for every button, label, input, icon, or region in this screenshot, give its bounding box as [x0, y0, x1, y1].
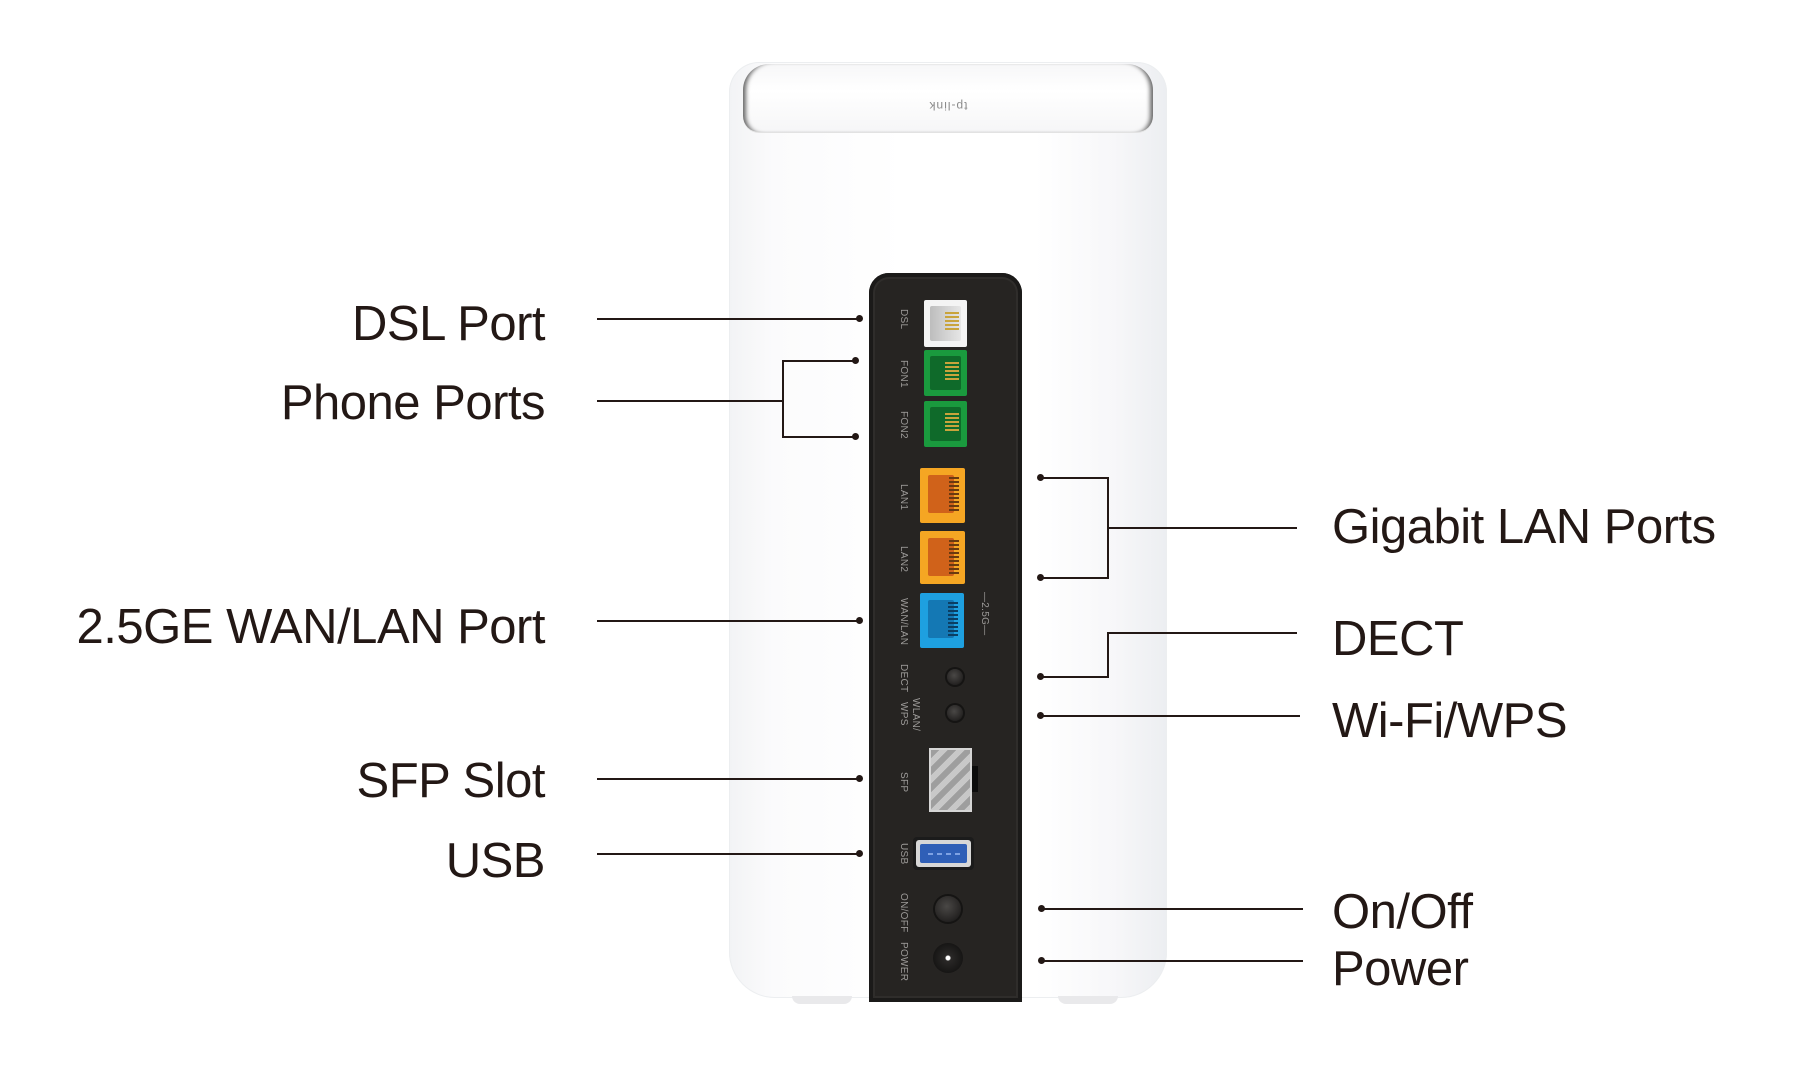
- panel-label-sfp: SFP: [898, 772, 909, 793]
- panel-label-on-off: ON/OFF: [898, 893, 909, 933]
- callout-line-wan-lan: [597, 620, 859, 622]
- power-jack[interactable]: [933, 943, 963, 973]
- panel-label-power: POWER: [898, 942, 909, 982]
- callout-line-fon2: [782, 436, 856, 438]
- lan1-port[interactable]: [920, 468, 965, 523]
- lan2-port[interactable]: [920, 531, 965, 584]
- callout-label-gigabit-lan-ports: Gigabit LAN Ports: [1332, 500, 1716, 554]
- callout-line-phone: [597, 400, 783, 402]
- callout-line-fon1: [782, 360, 856, 362]
- callout-bracket-phone: [782, 360, 784, 438]
- router-foot-right: [1058, 996, 1118, 1004]
- callout-label-phone-ports: Phone Ports: [280, 376, 546, 430]
- fon2-port[interactable]: [924, 401, 967, 447]
- callout-dot-fon1: [852, 357, 859, 364]
- dsl-port[interactable]: [924, 300, 967, 347]
- panel-label-fon2: FON2: [898, 411, 909, 439]
- callout-dot-dsl: [856, 315, 863, 322]
- wifi-wps-button[interactable]: [947, 705, 963, 721]
- callout-line-power: [1041, 960, 1303, 962]
- callout-dot-sfp: [856, 775, 863, 782]
- usb-port[interactable]: [913, 837, 974, 870]
- panel-label-wlan: WLAN/: [910, 698, 921, 732]
- sfp-latch: [972, 766, 978, 792]
- callout-line-dect: [1107, 632, 1297, 634]
- callout-line-wifi-wps: [1040, 715, 1300, 717]
- callout-line-dect-short: [1040, 676, 1109, 678]
- callout-label-power: Power: [1332, 942, 1469, 996]
- router-top-cap: [743, 64, 1153, 132]
- callout-bracket-dect: [1107, 632, 1109, 678]
- callout-line-dsl: [597, 318, 859, 320]
- panel-label-lan1: LAN1: [898, 484, 909, 511]
- panel-label-wan-lan: WAN/LAN: [898, 598, 909, 646]
- callout-line-lan2: [1040, 577, 1109, 579]
- callout-label-sfp-slot: SFP Slot: [356, 754, 546, 808]
- tp-link-logo: tp-link: [928, 99, 968, 113]
- panel-label-dsl: DSL: [898, 309, 909, 330]
- callout-label-dsl-port: DSL Port: [352, 297, 545, 351]
- dect-button[interactable]: [947, 669, 963, 685]
- callout-line-on-off: [1041, 908, 1303, 910]
- router-foot-left: [792, 996, 852, 1004]
- callout-line-sfp: [597, 778, 859, 780]
- wan-lan-2-5g-port[interactable]: [920, 593, 964, 648]
- fon1-port[interactable]: [924, 350, 967, 396]
- callout-dot-usb: [856, 850, 863, 857]
- panel-label-wps: WPS: [898, 702, 909, 726]
- panel-label-lan2: LAN2: [898, 546, 909, 573]
- callout-line-lan1: [1040, 477, 1109, 479]
- power-switch-button[interactable]: [935, 896, 961, 922]
- callout-label-wan-lan-port: 2.5GE WAN/LAN Port: [76, 600, 546, 654]
- callout-label-usb: USB: [445, 834, 546, 888]
- callout-line-usb: [597, 853, 859, 855]
- panel-label-usb: USB: [898, 843, 909, 865]
- callout-label-dect: DECT: [1332, 612, 1464, 666]
- panel-label-dect: DECT: [898, 664, 909, 693]
- callout-label-on-off: On/Off: [1332, 885, 1473, 939]
- callout-label-wifi-wps: Wi-Fi/WPS: [1332, 694, 1568, 748]
- panel-label-2-5g: —2.5G—: [979, 592, 990, 636]
- callout-dot-fon2: [852, 433, 859, 440]
- callout-line-gigabit-lan: [1107, 527, 1297, 529]
- sfp-slot[interactable]: [929, 748, 972, 812]
- callout-dot-wan-lan: [856, 617, 863, 624]
- panel-label-fon1: FON1: [898, 360, 909, 388]
